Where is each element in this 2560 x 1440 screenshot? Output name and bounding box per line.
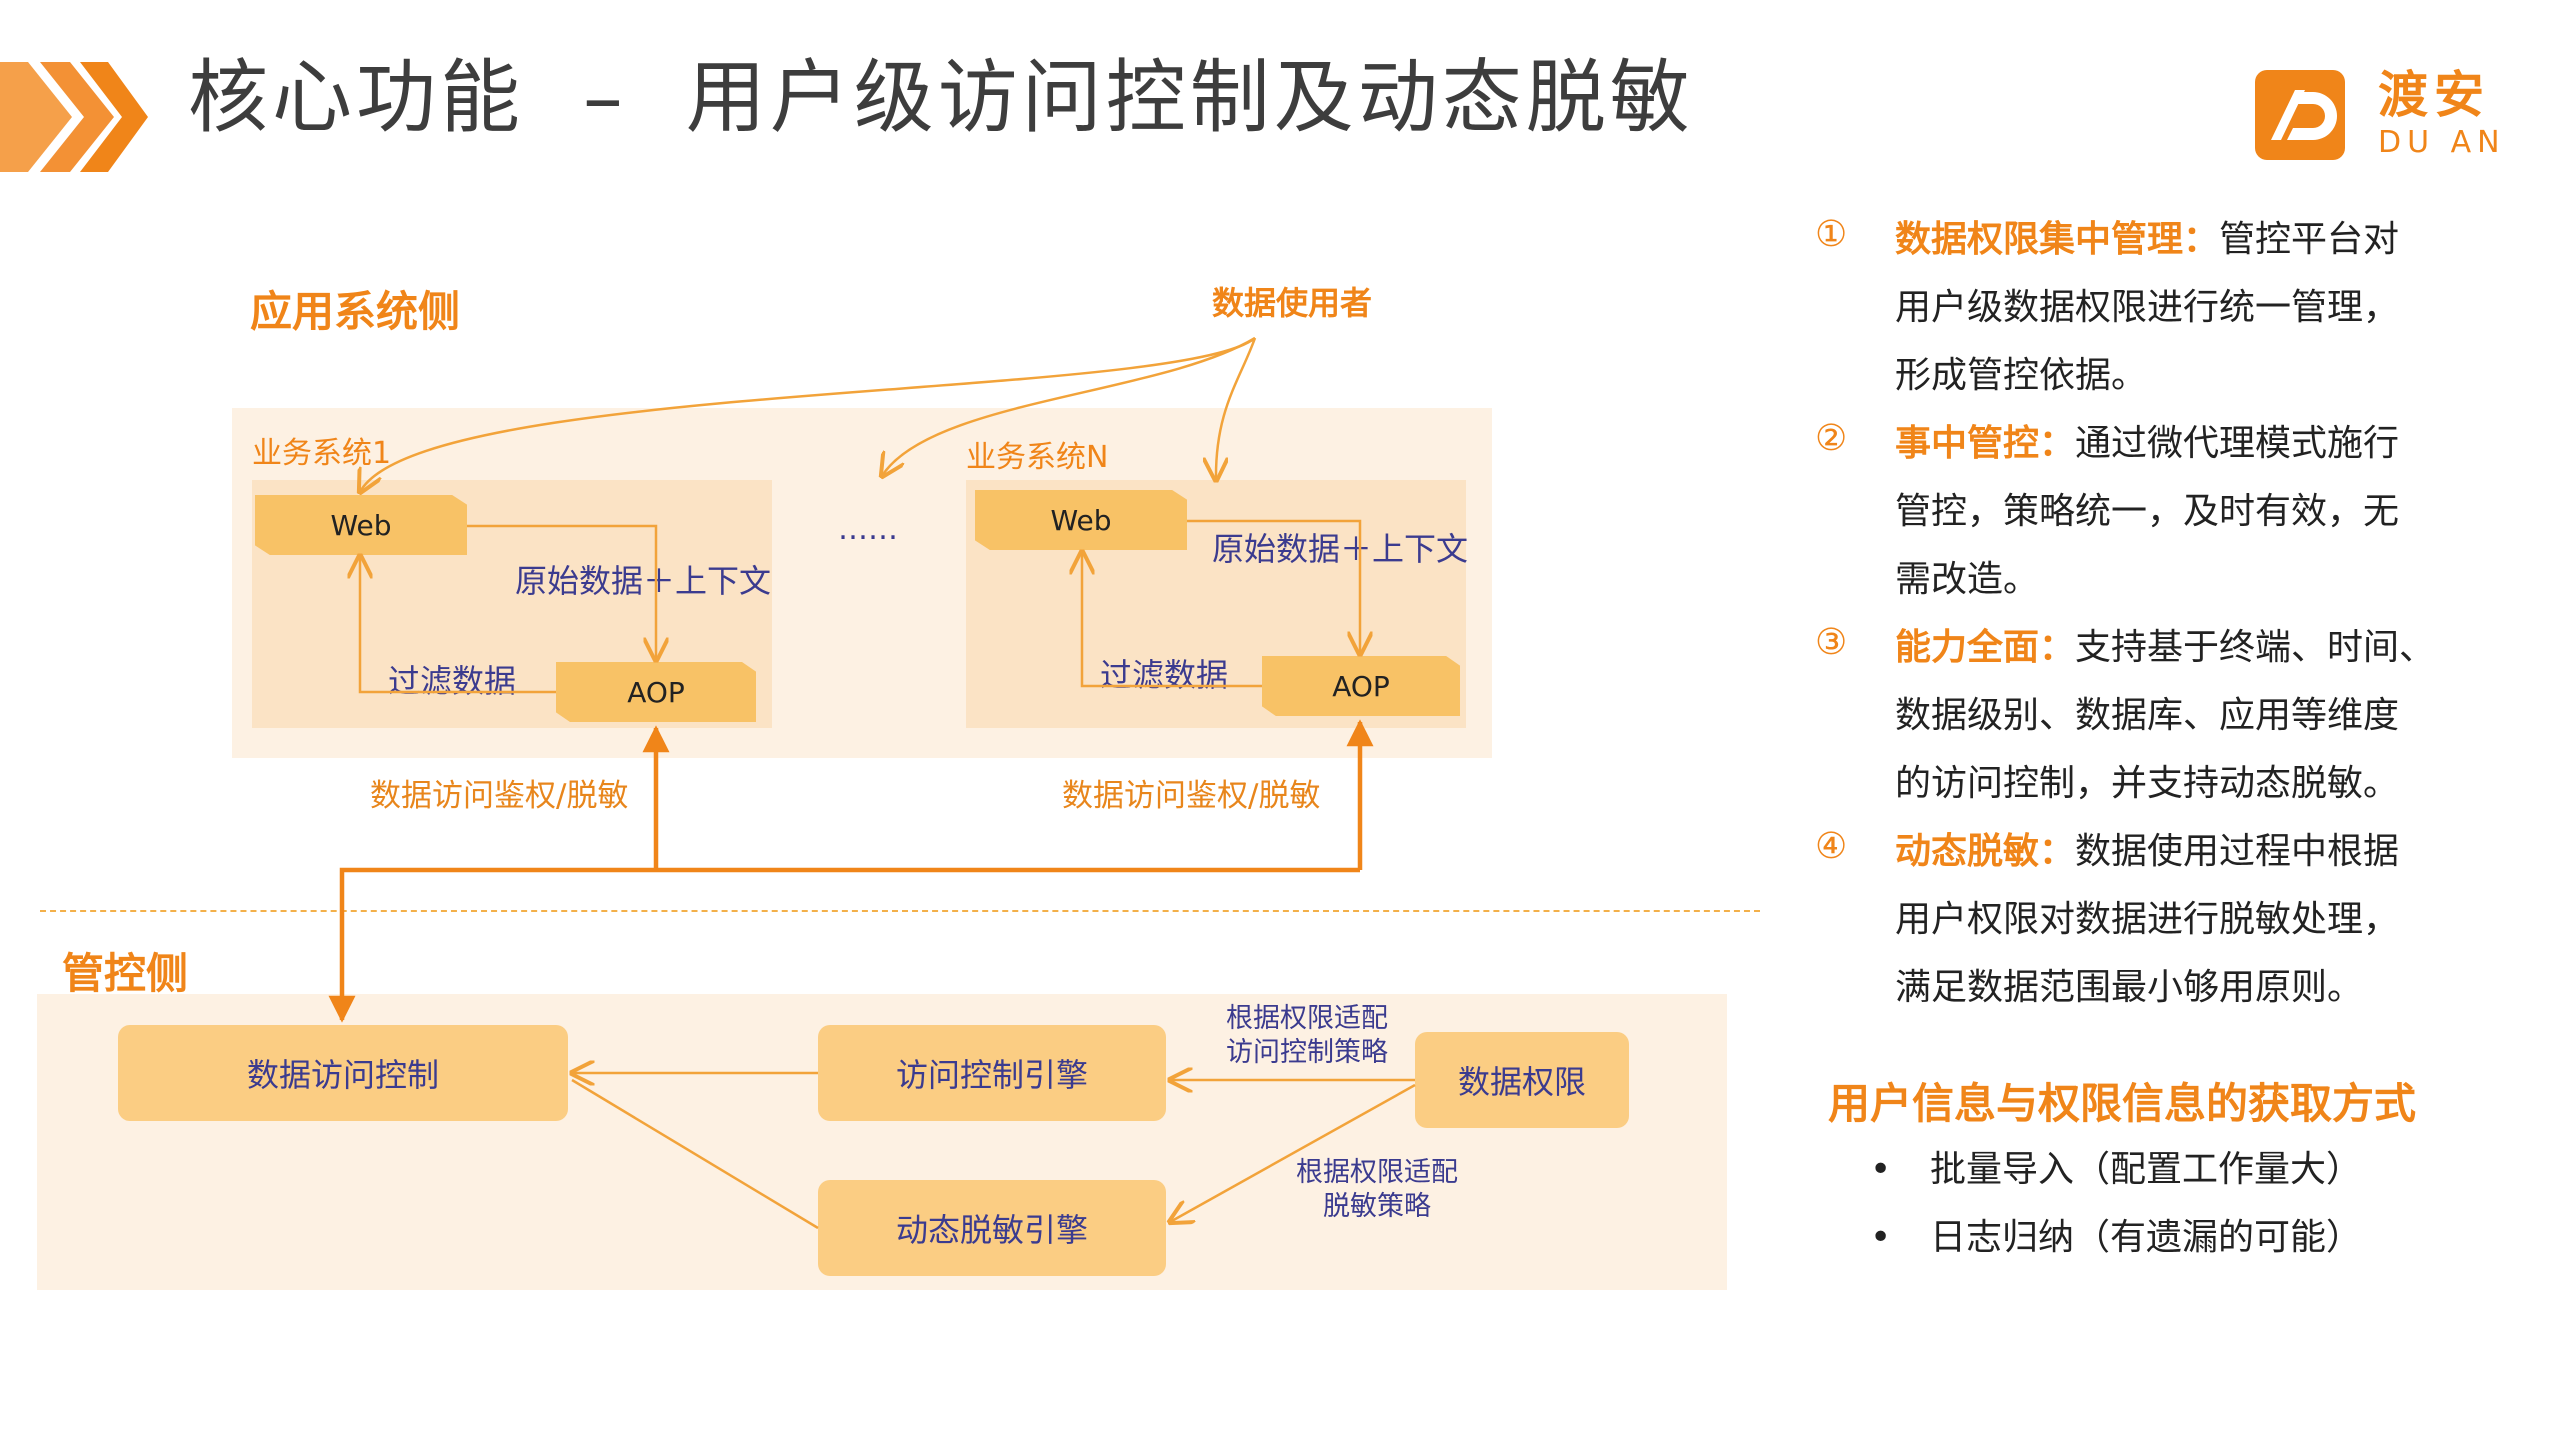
edge-access-line2: 访问控制策略 — [1226, 1037, 1388, 1068]
info-item: • 日志归纳（有遗漏的可能） — [1870, 1204, 2362, 1272]
feature-text: 管控平台对 — [2219, 219, 2400, 260]
divider-line — [40, 910, 1760, 912]
info-item-text: 日志归纳（有遗漏的可能） — [1930, 1217, 2363, 1258]
feature-item-4: ④ 动态脱敏：数据使用过程中根据 用户权限对数据进行脱敏处理， 满足数据范围最小… — [1815, 818, 2555, 1022]
feature-line: 用户级数据权限进行统一管理， — [1895, 287, 2400, 328]
feature-line: 用户权限对数据进行脱敏处理， — [1895, 899, 2400, 940]
edge-access-label: 根据权限适配 访问控制策略 — [1226, 1002, 1388, 1070]
feature-sep: ： — [2183, 219, 2220, 260]
info-list: • 批量导入（配置工作量大） • 日志归纳（有遗漏的可能） — [1870, 1136, 2362, 1272]
page-title: 核心功能 – 用户级访问控制及动态脱敏 — [188, 51, 1694, 144]
feature-line: 事中管控：通过微代理模式施行 — [1895, 410, 2555, 478]
system1-aop: AOP — [556, 662, 756, 722]
feature-line: 动态脱敏：数据使用过程中根据 — [1895, 818, 2555, 886]
access-control-node: 数据访问控制 — [118, 1025, 568, 1121]
system1-web: Web — [255, 495, 467, 555]
logo-english: DU AN — [2378, 125, 2506, 160]
info-item-text: 批量导入（配置工作量大） — [1930, 1149, 2363, 1190]
feature-line: 需改造。 — [1895, 559, 2040, 600]
systemN-filtered-label: 过滤数据 — [1100, 656, 1229, 694]
feature-line: 管控，策略统一，及时有效，无 — [1895, 491, 2400, 532]
info-title: 用户信息与权限信息的获取方式 — [1828, 1079, 2417, 1128]
feature-head-3: 能力全面 — [1895, 627, 2040, 668]
feature-item-1: ① 数据权限集中管理：管控平台对 用户级数据权限进行统一管理， 形成管控依据。 — [1815, 206, 2555, 410]
header-chevrons-icon — [0, 62, 148, 172]
feature-head-4: 动态脱敏 — [1895, 831, 2040, 872]
edge-mask-line1: 根据权限适配 — [1296, 1157, 1458, 1188]
feature-line: 数据级别、数据库、应用等维度 — [1895, 695, 2400, 736]
systemN-web: Web — [975, 490, 1187, 550]
feature-head-1: 数据权限集中管理 — [1895, 219, 2184, 260]
feature-num-4: ④ — [1815, 826, 1848, 867]
app-side-title: 应用系统侧 — [250, 287, 461, 336]
system1-filtered-label: 过滤数据 — [388, 662, 517, 700]
feature-line: 形成管控依据。 — [1895, 355, 2148, 396]
systemN-aop: AOP — [1262, 656, 1460, 716]
bullet-dot-icon: • — [1870, 1149, 1892, 1190]
edge-access-line1: 根据权限适配 — [1226, 1003, 1388, 1034]
feature-text: 通过微代理模式施行 — [2075, 423, 2400, 464]
data-user-label: 数据使用者 — [1212, 284, 1373, 322]
system1-raw-label: 原始数据＋上下文 — [515, 562, 772, 600]
systemN-name: 业务系统N — [966, 440, 1109, 475]
feature-sep: ： — [2039, 627, 2076, 668]
diagram-connectors — [328, 336, 1416, 1230]
edge-mask-label: 根据权限适配 脱敏策略 — [1296, 1156, 1458, 1224]
logo-chinese: 渡安 — [2378, 66, 2490, 124]
feature-sep: ： — [2039, 423, 2076, 464]
system1-name: 业务系统1 — [252, 436, 392, 471]
feature-line: 能力全面：支持基于终端、时间、 — [1895, 614, 2555, 682]
feature-head-2: 事中管控 — [1895, 423, 2040, 464]
control-side-title: 管控侧 — [62, 949, 189, 998]
feature-line: 的访问控制，并支持动态脱敏。 — [1895, 763, 2400, 804]
feature-item-2: ② 事中管控：通过微代理模式施行 管控，策略统一，及时有效，无 需改造。 — [1815, 410, 2555, 614]
info-item: • 批量导入（配置工作量大） — [1870, 1136, 2362, 1204]
bullet-dot-icon: • — [1870, 1217, 1892, 1258]
feature-num-1: ① — [1815, 214, 1848, 255]
feature-num-3: ③ — [1815, 622, 1848, 663]
feature-text: 支持基于终端、时间、 — [2075, 627, 2436, 668]
systemN-raw-label: 原始数据＋上下文 — [1212, 530, 1469, 568]
mask-engine-node: 动态脱敏引擎 — [818, 1180, 1166, 1276]
system1-auth-label: 数据访问鉴权/脱敏 — [370, 778, 629, 814]
feature-line: 满足数据范围最小够用原则。 — [1895, 967, 2364, 1008]
feature-line: 数据权限集中管理：管控平台对 — [1895, 206, 2555, 274]
feature-item-3: ③ 能力全面：支持基于终端、时间、 数据级别、数据库、应用等维度 的访问控制，并… — [1815, 614, 2555, 818]
ellipsis: …… — [838, 512, 898, 547]
permissions-node: 数据权限 — [1415, 1032, 1629, 1128]
access-engine-node: 访问控制引擎 — [818, 1025, 1166, 1121]
feature-sep: ： — [2039, 831, 2076, 872]
feature-list: ① 数据权限集中管理：管控平台对 用户级数据权限进行统一管理， 形成管控依据。 … — [1815, 206, 2555, 1022]
edge-mask-line2: 脱敏策略 — [1323, 1191, 1431, 1222]
duan-logo-icon — [2255, 70, 2345, 160]
feature-text: 数据使用过程中根据 — [2075, 831, 2400, 872]
feature-num-2: ② — [1815, 418, 1848, 459]
systemN-auth-label: 数据访问鉴权/脱敏 — [1062, 778, 1321, 814]
